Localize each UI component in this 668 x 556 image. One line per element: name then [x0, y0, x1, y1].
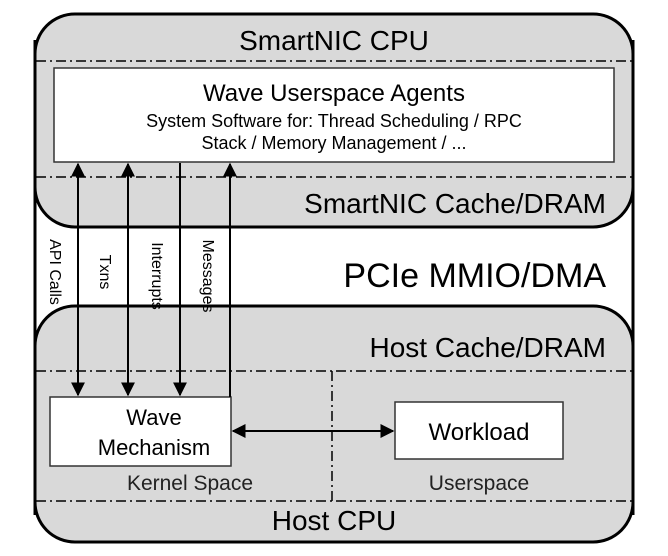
wave-mechanism-line1: Wave — [126, 405, 181, 430]
agents-title: Wave Userspace Agents — [203, 80, 465, 107]
userspace-label: Userspace — [429, 472, 529, 495]
wave-mechanism-box — [49, 396, 232, 467]
workload-label: Workload — [429, 419, 530, 446]
smartnic-cpu-label: SmartNIC CPU — [239, 25, 429, 56]
agents-desc-line1: System Software for: Thread Scheduling /… — [146, 111, 522, 131]
agents-box — [53, 67, 615, 163]
smartnic-memory-label: SmartNIC Cache/DRAM — [304, 188, 606, 219]
messages-label: Messages — [199, 240, 216, 313]
host-memory-label: Host Cache/DRAM — [369, 332, 606, 363]
pcie-label: PCIe MMIO/DMA — [343, 257, 606, 295]
kernel-space-label: Kernel Space — [127, 472, 253, 495]
host-cpu-label: Host CPU — [272, 505, 396, 536]
wave-mechanism-line2: Mechanism — [98, 435, 210, 460]
api-calls-label: API Calls — [46, 239, 63, 305]
workload-box — [394, 401, 564, 460]
agents-desc-line2: Stack / Memory Management / ... — [201, 133, 466, 153]
interrupts-label: Interrupts — [148, 242, 165, 310]
txns-label: Txns — [96, 255, 113, 290]
